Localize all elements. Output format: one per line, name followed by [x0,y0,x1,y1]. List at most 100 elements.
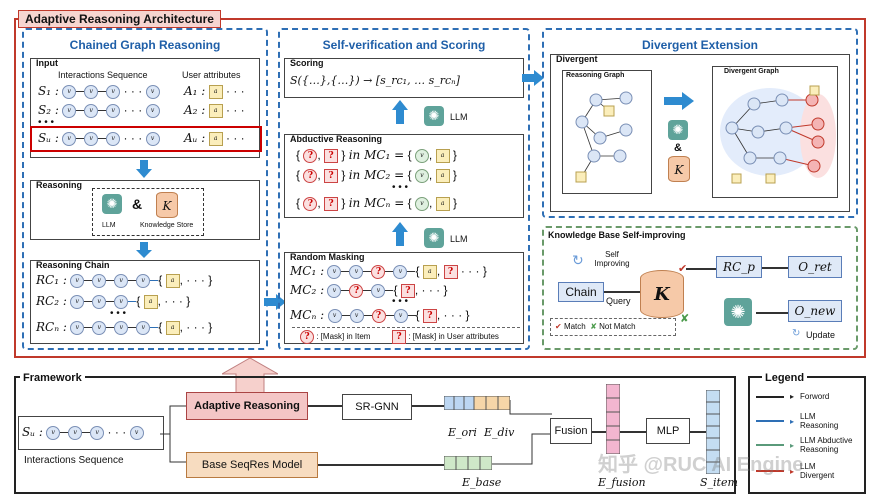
database-icon: K [156,192,178,218]
mc-row-1: { ?, ? } in MC₁ = { v, a } [296,148,457,163]
selfver-panel [278,28,530,350]
e-base-label: E_base [462,476,502,489]
check-icon: ✔ [678,263,688,275]
mc-row-n: { ?, ? } in MCₙ = { v, a } [296,196,457,211]
refresh-icon: ↻ [572,252,584,268]
kb-title: Knowledge Base Self-improving [548,230,686,240]
mask-row-2: MC₂ : v?v{ ?, · · · } [290,283,448,298]
kb-arrow-rcp [686,268,716,270]
e-fusion-label: E_fusion [598,476,646,489]
reasoning-label: Reasoning [36,180,83,190]
reasoning-graph-label: Reasoning Graph [566,72,625,79]
update-icon: ↻ [792,328,801,339]
e-ori-label: E_ori [448,426,477,439]
architecture-frame [14,18,866,358]
fusion-lines [492,400,552,465]
arrow-srgnn-emb [412,405,444,407]
llm-label-sv1: LLM [450,112,468,122]
down-arrow-2 [136,242,152,258]
selfver-title: Self-verification and Scoring [322,38,486,52]
legend-item-llm-divergent: ▸LLM Divergent [756,462,850,480]
scoring-formula: S({…},{…}) → [s_rc₁, … s_rcₙ] [290,74,460,87]
llm-icon-sv1: ✺ [424,106,444,126]
query-label: Query [606,296,631,306]
adaptive-reasoning-box: Adaptive Reasoning [186,392,308,420]
llm-icon: ✺ [102,194,122,214]
database-icon-div: K [668,156,690,182]
attr-row-u: Aᵤ : a · · · [184,131,245,146]
arrow-ar-srgnn [308,405,342,407]
llm-arrow-kb [756,312,788,314]
right-arrow-3 [664,92,694,110]
chained-title: Chained Graph Reasoning [69,38,221,52]
legend-item-llm-reasoning: ▸LLM Reasoning [756,412,850,430]
match-check-icon: ✔ [555,322,562,331]
notmatch-cross-icon: ✘ [590,322,597,331]
llm-icon-sv2: ✺ [424,228,444,248]
down-arrow-1 [136,160,152,178]
scoring-label: Scoring [290,58,324,68]
chained-panel [22,28,268,350]
reasoning-graph [575,91,633,183]
onew-box: O_new [788,300,842,322]
oret-box: O_ret [788,256,842,278]
reasoning-box [30,180,260,240]
self-improving-label: Self Improving [594,250,630,268]
input-dots: • • • [38,117,55,128]
llm-label: LLM [102,222,116,229]
legend-item-forward: ▸Forword [756,392,829,401]
score-vector [706,390,720,474]
user-attr-label: User attributes [182,70,241,80]
kb-panel [542,226,858,350]
reasoning-inner [92,188,204,236]
interactions-label: Interactions Sequence [58,70,148,80]
mask-divider [292,327,520,328]
attr-node: a [208,84,223,99]
arrow-base-emb [318,464,444,466]
divergent-title: Divergent Extension [641,38,759,52]
srgnn-box: SR-GNN [342,394,412,420]
emb-ori-div [444,396,510,410]
divergent-graph-label: Divergent Graph [724,68,779,75]
arrow-emb-mlp [620,431,646,433]
amp-symbol: & [132,196,143,212]
framework-title: Framework [20,372,85,384]
llm-icon-div: ✺ [668,120,688,140]
e-div-label: E_div [484,426,515,439]
scoring-box [284,58,524,98]
right-arrow-1 [264,294,286,310]
rc-dots: • • • [110,308,127,319]
attr-row-1: A₁ : a · · · [184,84,245,99]
mask-item-note: ? : [Mask] in Item [300,330,370,344]
divergent-label: Divergent [556,54,598,64]
abductive-label: Abductive Reasoning [290,134,383,144]
abductive-box [284,134,524,218]
up-arrow-1 [392,100,408,124]
kb-database-icon: K [640,270,684,318]
item-node: v [62,84,77,99]
up-arrow-2 [392,222,408,246]
framework-interactions-label: Interactions Sequence [24,455,124,466]
s-item-label: S_item [700,476,738,489]
base-seqres-box: Base SeqRes Model [186,452,318,478]
input-label: Input [36,58,58,68]
fusion-box: Fusion [550,418,592,444]
match-legend: ✔ Match ✘ Not Match [550,318,676,336]
mask-dots: • • • [392,296,409,307]
watermark: 知乎 @RUC AI Engine [598,454,804,476]
mc-row-2: { ?, ? } in MC₂ = { v, a } [296,168,457,183]
emb-fusion [606,384,620,454]
rcp-arrow [762,267,788,269]
amp-div: & [674,142,682,154]
highlight-su [30,126,262,152]
framework-frame [14,376,736,494]
